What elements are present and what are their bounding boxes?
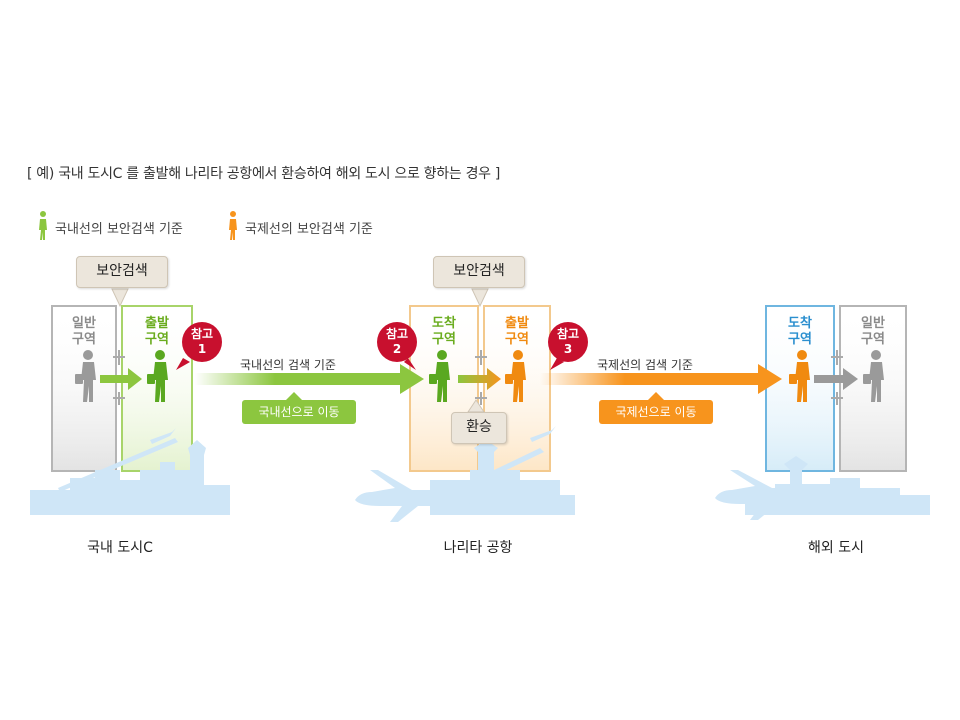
- departure-zone-1-label: 출발 구역: [145, 316, 169, 347]
- international-arrow: [540, 364, 782, 394]
- diagram-title: [ 예) 국내 도시C 를 출발해 나리타 공항에서 환승하여 해외 도시 으로…: [27, 166, 501, 182]
- domestic-criteria-label: 국내선의 검색 기준: [240, 358, 336, 372]
- general-zone-3-label: 일반 구역: [861, 316, 885, 347]
- zone-arrow-1: [100, 368, 142, 390]
- zone-arrow-2: [458, 368, 501, 390]
- callout-pointer-2: [471, 288, 489, 308]
- departure-zone-2-label: 출발 구역: [505, 316, 529, 347]
- international-criteria-label: 국제선의 검색 기준: [597, 358, 693, 372]
- domestic-arrow: [195, 364, 424, 394]
- city-c-skyline: [30, 428, 230, 515]
- transfer-callout: 환승: [451, 412, 507, 444]
- note-tag-3: 참고 3: [556, 327, 580, 356]
- narita-name: 나리타 공항: [443, 540, 513, 556]
- legend-green-figure-icon: [39, 211, 47, 240]
- narita-skyline: [355, 426, 575, 522]
- city-c-name: 국내 도시C: [87, 540, 153, 556]
- general-zone-1-label: 일반 구역: [72, 316, 96, 347]
- callout-pointer-1: [111, 288, 129, 308]
- note-tag-3-shape: [548, 322, 588, 362]
- security-check-callout-1: 보안검색: [76, 256, 168, 288]
- note-tag-2-shape: [377, 322, 417, 362]
- domestic-move-pill: 국내선으로 이동: [242, 400, 356, 424]
- note-tag-1: 참고 1: [190, 327, 214, 356]
- walker-figures: [75, 350, 884, 402]
- security-check-callout-2: 보안검색: [433, 256, 525, 288]
- international-move-pill: 국제선으로 이동: [599, 400, 713, 424]
- legend-orange-figure-icon: [229, 211, 237, 240]
- legend-international: 국제선의 보안검색 기준: [245, 222, 373, 237]
- arrival-zone-3-label: 도착 구역: [788, 316, 812, 347]
- legend-domestic: 국내선의 보안검색 기준: [55, 222, 183, 237]
- overseas-skyline: [715, 456, 930, 520]
- overseas-city-name: 해외 도시: [808, 540, 864, 556]
- arrival-zone-2-label: 도착 구역: [432, 316, 456, 347]
- note-tag-1-shape: [182, 322, 222, 362]
- note-tag-2: 참고 2: [385, 327, 409, 356]
- zone-arrow-3: [814, 368, 858, 390]
